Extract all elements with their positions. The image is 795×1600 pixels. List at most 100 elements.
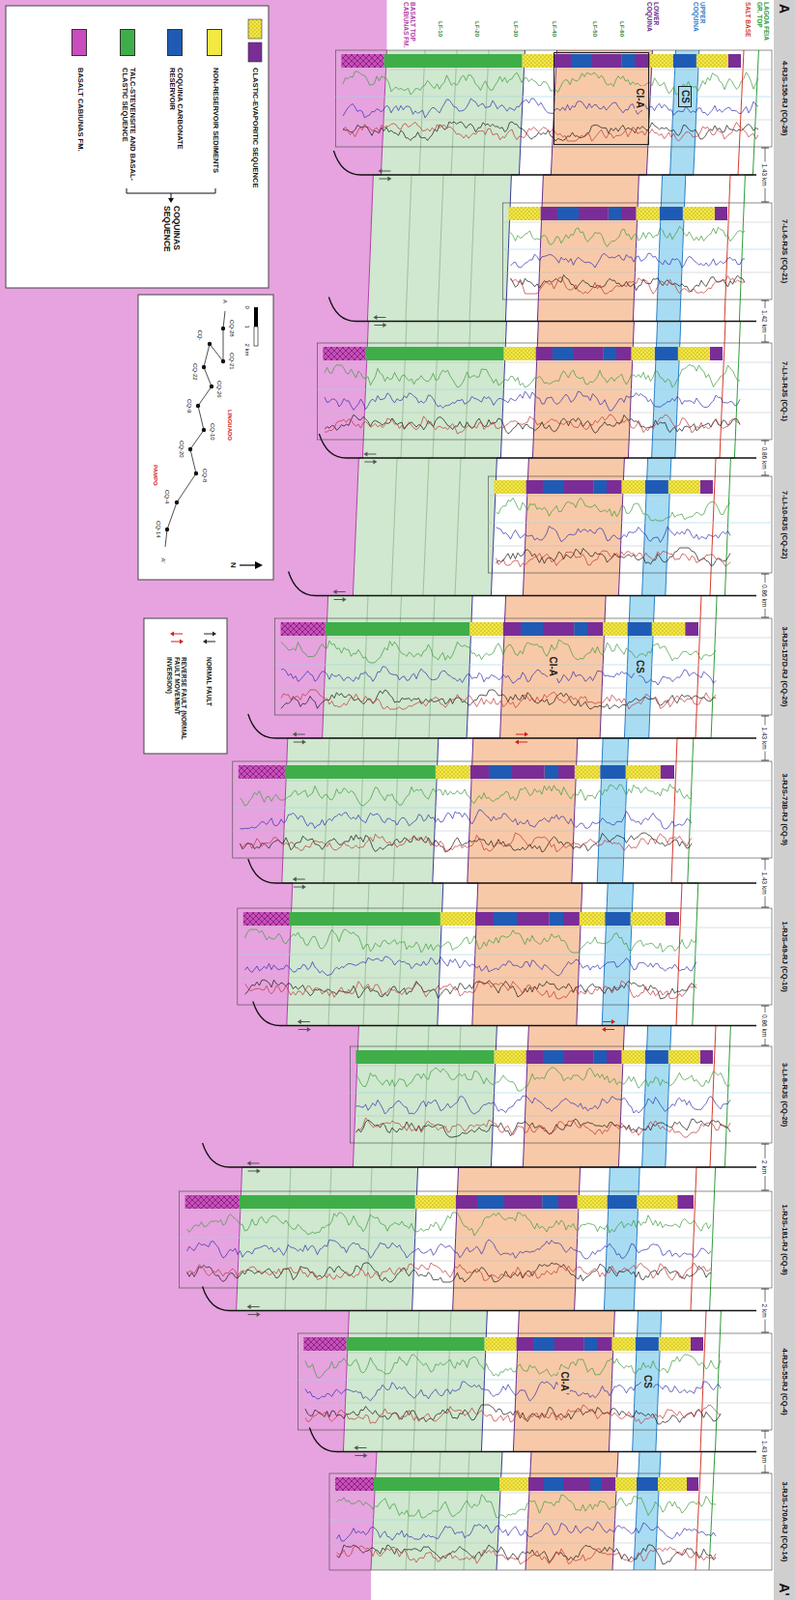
fault-arrow (302, 884, 307, 890)
fault-arrow (256, 1168, 261, 1174)
well-log (187, 1212, 712, 1236)
lithology-column (714, 206, 728, 221)
lithology-column (477, 1194, 505, 1209)
well-log (240, 809, 693, 829)
track-divider (232, 780, 772, 782)
well-panel (297, 1333, 772, 1430)
lithology-column (373, 1476, 500, 1491)
lithology-column (606, 480, 622, 494)
lithology-column (599, 765, 625, 779)
fault-arrow (247, 1161, 252, 1166)
upper-coquina-band (596, 50, 700, 1570)
lithology-column (303, 1336, 346, 1351)
inset-frame (138, 294, 274, 580)
distance-label: 1.42 km (761, 310, 768, 333)
lithology-column (574, 765, 600, 779)
lithology-column (665, 911, 680, 926)
well-log (187, 1262, 712, 1282)
lithology-column (238, 765, 285, 779)
well-panel (329, 1473, 772, 1570)
fault-arrow (377, 169, 382, 174)
well-log (245, 956, 698, 976)
fault-arrow (363, 452, 368, 457)
well-log (337, 1494, 717, 1518)
track-divider (329, 1542, 772, 1544)
lithology-column (615, 1476, 637, 1491)
lithology-column (284, 765, 436, 779)
fault-line (202, 1142, 757, 1167)
scale-label: 1 (244, 325, 252, 329)
horizon-marker: LF-10 (436, 21, 444, 37)
horizon-label: UPPER COQUINA (691, 1, 707, 49)
well-log (342, 121, 759, 142)
dimension-line (765, 1143, 767, 1159)
lithology-column (660, 765, 675, 779)
well-name: 4-RJS-156-RJ (CQ-28) (780, 60, 790, 137)
fault-arrow (250, 1306, 260, 1307)
map-label: CQ-28 (228, 319, 236, 338)
lithology-column (668, 480, 701, 494)
lithology-column (553, 54, 571, 68)
well-log (342, 71, 759, 95)
dimension-line (761, 1143, 769, 1145)
legend-swatch (167, 28, 183, 57)
well-name: 1-RJS-49-RJ (CQ-10) (780, 921, 790, 993)
legend-sample (248, 42, 262, 62)
dimension-line (765, 300, 767, 309)
fault-line (328, 297, 757, 322)
fault-arrow (297, 1019, 302, 1024)
map-label: CQ-14 (155, 520, 163, 539)
lithology-column (573, 622, 588, 636)
lithology-column (535, 346, 553, 361)
lithology-column (541, 1194, 559, 1209)
well-log (356, 1095, 732, 1114)
well-dot (194, 471, 199, 476)
fault-arrow (354, 1454, 365, 1456)
track-divider (329, 1492, 772, 1494)
well-panel (316, 342, 772, 440)
fault-arrow (364, 461, 374, 463)
track-divider (502, 222, 772, 224)
legend-frame (143, 618, 228, 754)
dimension-line (765, 1430, 767, 1439)
lithology-column (611, 1336, 635, 1351)
fault-arrow (382, 322, 387, 328)
fault-arrow (363, 1452, 368, 1458)
lithology-column (573, 346, 604, 361)
map-label: A' (160, 558, 168, 564)
dimension-line (761, 907, 769, 909)
fault-arrow (247, 1304, 252, 1309)
well-log (240, 832, 693, 852)
lithology-column (645, 1050, 669, 1064)
well-name: 7-LI-3-RJS (CQ-1) (780, 361, 790, 422)
lithology-column (570, 54, 593, 68)
lithology-column (483, 1336, 516, 1351)
horizon-label: LAGOA FEIA GR. TOP (755, 1, 770, 49)
dimension-line (765, 608, 767, 618)
lithology-column (355, 1050, 494, 1064)
fault-line (288, 571, 757, 597)
distance-label: 0.86 km (761, 584, 768, 607)
well-log (281, 639, 716, 663)
horizon-marker: LF-40 (550, 21, 558, 37)
fault-arrow (378, 178, 389, 180)
lithology-column (552, 346, 574, 361)
lithology-column (621, 480, 645, 494)
lithology-column (557, 206, 579, 221)
fault-line (202, 1286, 757, 1311)
horizon-marker: LF-30 (511, 21, 519, 37)
fault-line (333, 150, 757, 175)
lithology-column (635, 206, 659, 221)
well-log (496, 550, 732, 568)
well-log (240, 832, 693, 852)
fault-arrow (212, 631, 217, 637)
well-name: 3-LI-8-RJS (CQ-20) (780, 1062, 790, 1127)
zone-box: CI-A (553, 52, 650, 145)
lithology-column (543, 1476, 564, 1491)
fault-arrow (602, 1021, 613, 1023)
dimension-line (765, 1288, 767, 1303)
fault-arrow (611, 1019, 616, 1024)
track-divider (316, 362, 772, 364)
legend-text: REVERSE FAULT (NORMAL FAULT MOVEMENT INV… (166, 656, 188, 749)
well-log (324, 364, 740, 388)
